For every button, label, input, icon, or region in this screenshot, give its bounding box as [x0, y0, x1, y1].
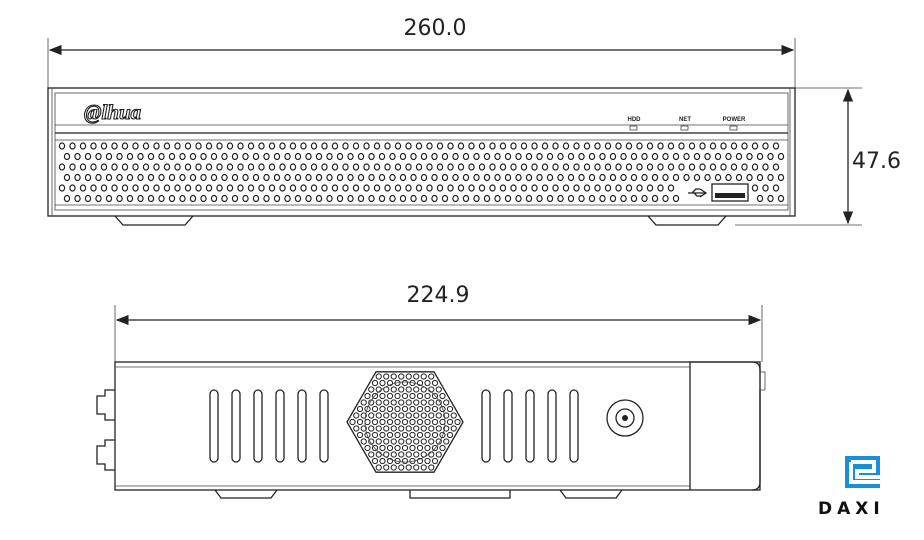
rear-connectors	[96, 389, 115, 471]
ventilation-grille	[58, 142, 785, 203]
foot	[409, 490, 511, 499]
indicator-power: POWER	[723, 117, 746, 131]
usb-icon	[688, 188, 708, 198]
width-dimension-label: 260.0	[404, 16, 467, 41]
height-dimension: 47.6	[735, 87, 901, 226]
daxi-watermark-logo: DAXI	[818, 456, 885, 519]
depth-dimension-label: 224.9	[407, 283, 470, 308]
svg-text:HDD: HDD	[628, 117, 642, 123]
front-panel: @lhua HDD NET POWER	[47, 87, 796, 226]
width-dimension: 260.0	[47, 16, 796, 88]
foot	[214, 489, 278, 499]
foot	[559, 489, 623, 499]
indicator-hdd: HDD	[628, 117, 642, 131]
usb-port	[711, 183, 749, 202]
foot-left	[114, 215, 194, 226]
fan-grille	[346, 371, 464, 473]
foot-right	[647, 215, 727, 226]
antenna-connector	[606, 399, 644, 437]
height-dimension-label: 47.6	[852, 149, 901, 174]
svg-text:POWER: POWER	[723, 117, 746, 123]
side-panel	[96, 361, 766, 499]
svg-text:NET: NET	[679, 117, 691, 123]
side-vents	[209, 389, 579, 463]
watermark-text: DAXI	[818, 499, 885, 519]
brand-logo: @lhua	[84, 100, 141, 124]
indicator-net: NET	[679, 117, 691, 131]
depth-dimension: 224.9	[114, 283, 763, 362]
